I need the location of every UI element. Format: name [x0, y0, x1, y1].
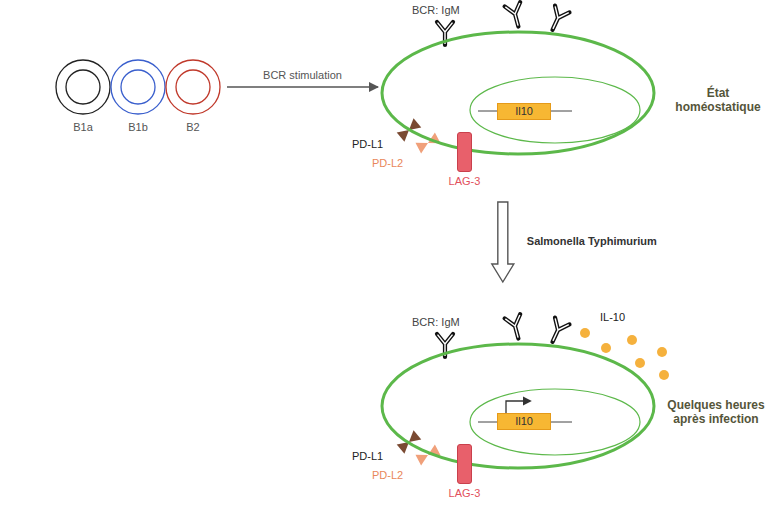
- edge-label: BCR stimulation: [263, 69, 343, 82]
- cytokine-label: IL-10: [600, 311, 625, 324]
- gene-name: Il10: [515, 105, 533, 118]
- circle-outline: [165, 59, 221, 115]
- protein-label: PD-L1: [352, 138, 383, 151]
- node-label: LAG-3: [449, 175, 481, 188]
- cell-membrane: [380, 342, 656, 470]
- il10-gene: Il10: [497, 103, 551, 120]
- cell-membrane: [380, 30, 656, 156]
- receptor-label: BCR: IgM: [412, 316, 460, 329]
- node-label: B1b: [128, 121, 148, 134]
- node-label: LAG-3: [449, 487, 481, 500]
- stimulation-arrow: [227, 86, 378, 87]
- node-label: B1a: [73, 121, 93, 134]
- lag3-receptor: LAG-3: [457, 132, 472, 172]
- antibody: [545, 318, 569, 346]
- protein-label: PD-L2: [372, 157, 403, 170]
- antibody: [505, 314, 526, 340]
- protein-label: PD-L2: [372, 469, 403, 482]
- circle-outline: [110, 59, 166, 115]
- b-cell: BCR: IgMIl10: [380, 30, 656, 156]
- gene-name: Il10: [515, 415, 533, 428]
- nucleus: [470, 389, 640, 455]
- hollow-arrow: [492, 202, 514, 282]
- protein-label: PD-L1: [352, 450, 383, 463]
- antibody: [505, 2, 526, 28]
- node-label: B2: [186, 121, 199, 134]
- circle-outline: [55, 59, 111, 115]
- cell-type-circle: B1a: [55, 59, 111, 115]
- state-label: État homéostatique: [664, 86, 772, 115]
- receptor-label: BCR: IgM: [412, 4, 460, 17]
- state-label: Quelques heures après infection: [660, 398, 772, 427]
- b-cell: BCR: IgMIl10: [380, 342, 656, 470]
- lag3-receptor: LAG-3: [457, 444, 472, 484]
- antibody: [545, 6, 569, 34]
- transcription-arrow: [506, 401, 530, 413]
- cell-type-circle: B1b: [110, 59, 166, 115]
- nucleus: [470, 77, 640, 143]
- il10-gene: Il10: [497, 413, 551, 430]
- cell-type-circle: B2: [165, 59, 221, 115]
- edge-label: Salmonella Typhimurium: [527, 235, 657, 248]
